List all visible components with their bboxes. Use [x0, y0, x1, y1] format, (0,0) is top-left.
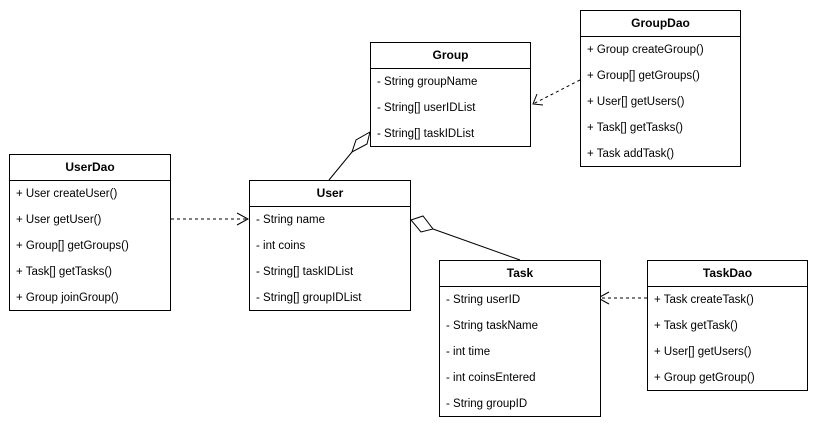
class-box-user-dao[interactable]: UserDao + User createUser() + User getUs… [9, 154, 171, 311]
class-member: + Task[] getTasks() [587, 122, 683, 134]
class-member: - String name [256, 214, 326, 226]
class-member: + Group joinGroup() [16, 292, 119, 304]
class-member: + Group createGroup() [587, 44, 704, 56]
class-name-task-dao: TaskDao [648, 261, 807, 287]
class-box-task-dao[interactable]: TaskDao + Task createTask() + Task getTa… [647, 260, 808, 391]
class-name-task: Task [440, 261, 600, 287]
class-name-group: Group [371, 43, 530, 69]
class-member: + Task createTask() [654, 294, 754, 306]
dependency-arrowhead-user [236, 212, 250, 226]
class-member: + User createUser() [16, 188, 118, 200]
class-member: - String[] groupIDList [256, 292, 362, 304]
class-member: - String userID [446, 294, 521, 306]
class-member: + User[] getUsers() [654, 346, 752, 358]
class-member: - String taskName [446, 320, 539, 332]
class-member: - String groupName [377, 76, 478, 88]
class-member: - String groupID [446, 398, 528, 410]
class-member: + Task[] getTasks() [16, 266, 112, 278]
class-member: + User[] getUsers() [587, 96, 685, 108]
dependency-line-groupdao-group [532, 79, 581, 105]
class-member: + Task getTask() [654, 320, 738, 332]
class-member: - int time [446, 346, 491, 358]
class-member: + User getUser() [16, 214, 102, 226]
class-member: - String[] userIDList [377, 102, 476, 114]
dependency-arrowhead-group [532, 93, 544, 106]
class-name-group-dao: GroupDao [581, 11, 740, 37]
class-name-user-dao: UserDao [10, 155, 170, 181]
class-member: - String[] taskIDList [256, 266, 354, 278]
aggregation-line-user-task [432, 228, 521, 261]
class-box-group-dao[interactable]: GroupDao + Group createGroup() + Group[]… [580, 10, 741, 167]
aggregation-diamond-user [410, 215, 434, 233]
aggregation-line-group-user [328, 151, 353, 181]
class-member: + Group[] getGroups() [16, 240, 129, 252]
class-box-task[interactable]: Task - String userID - String taskName -… [439, 260, 601, 417]
class-member: + Group getGroup() [654, 372, 755, 384]
class-member: - String[] taskIDList [377, 128, 475, 140]
class-box-group[interactable]: Group - String groupName - String[] user… [370, 42, 531, 147]
class-member: - int coins [256, 240, 306, 252]
class-name-user: User [250, 181, 410, 207]
class-member: + Group[] getGroups() [587, 70, 700, 82]
class-member: + Task addTask() [587, 148, 675, 160]
class-member: - int coinsEntered [446, 372, 536, 384]
aggregation-diamond-group [351, 130, 371, 154]
class-box-user[interactable]: User - String name - int coins - String[… [249, 180, 411, 311]
